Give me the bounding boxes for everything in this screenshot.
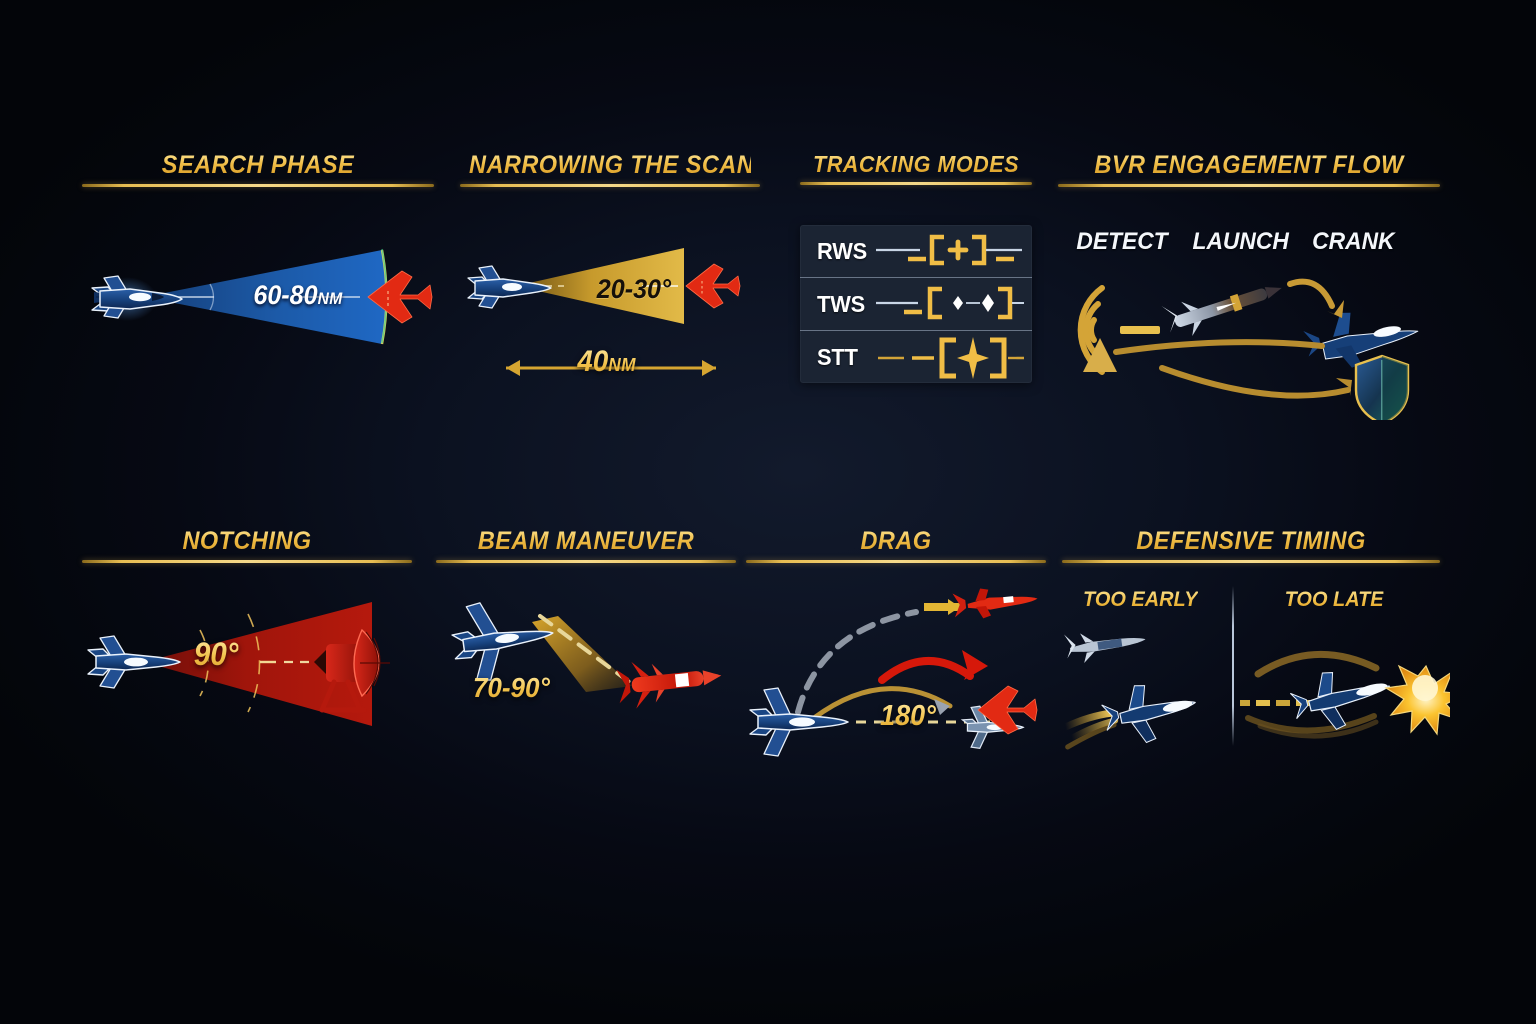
panel-beam-maneuver: BEAM MANEUVER — [436, 528, 736, 758]
range-label-search: 60-80NM — [253, 280, 343, 310]
mode-label-tws: TWS — [817, 290, 866, 317]
friendly-jet-icon — [451, 602, 554, 681]
sublabel-too-late: TOO LATE — [1284, 588, 1384, 611]
panel-title: BEAM MANEUVER — [445, 528, 727, 555]
panel-beam-header: BEAM MANEUVER — [436, 528, 736, 564]
stt-symbol — [874, 331, 1032, 383]
panel-search-phase: SEARCH PHASE — [82, 152, 434, 412]
panel-defensive-timing: DEFENSIVE TIMING TOO EARLY TOO LATE — [1062, 528, 1450, 768]
panel-drag: DRAG — [746, 528, 1046, 768]
panel-title: NOTCHING — [92, 528, 402, 555]
tracking-modes-table: RWS TWS — [800, 225, 1032, 383]
panel-tracking-header: TRACKING MODES — [800, 152, 1032, 186]
radar-dish-icon — [314, 628, 390, 713]
friendly-jet-icon — [467, 265, 552, 309]
header-rule — [1058, 184, 1440, 188]
missile-red-escape-icon — [952, 588, 1038, 619]
flow-arrow-shield — [1159, 365, 1351, 399]
panel-drag-header: DRAG — [746, 528, 1046, 564]
beam-angle-label: 70-90° — [472, 672, 550, 703]
explosion-icon — [1384, 664, 1450, 736]
range-measure-arrow — [506, 360, 716, 376]
mode-label-stt: STT — [817, 343, 858, 370]
shield-icon — [1354, 354, 1410, 420]
panel-title: SEARCH PHASE — [93, 152, 424, 179]
jet-escape-icon — [1062, 685, 1196, 750]
emitter-arrow — [1083, 338, 1117, 372]
hostile-jet-icon — [367, 270, 433, 324]
jet-hit-icon — [1289, 672, 1391, 730]
radar-cone — [144, 250, 387, 344]
radar-cone — [144, 602, 372, 726]
beam-maneuver-illustration — [451, 602, 722, 709]
bvr-flow-illustration — [1077, 278, 1419, 420]
step-label-crank: CRANK — [1312, 228, 1395, 255]
flow-arrow-direct — [1113, 339, 1325, 355]
panel-title: TRACKING MODES — [807, 152, 1025, 176]
missile-red-icon — [616, 661, 722, 709]
panel-defensive-header: DEFENSIVE TIMING — [1062, 528, 1440, 564]
step-label-detect: DETECT — [1076, 228, 1168, 255]
panel-tracking-modes: TRACKING MODES RWS — [800, 152, 1032, 408]
header-rule — [82, 184, 434, 188]
panel-title: DRAG — [755, 528, 1037, 555]
sublabel-too-early: TOO EARLY — [1083, 588, 1198, 611]
search-phase-illustration — [91, 248, 433, 345]
hostile-jet-icon — [977, 685, 1038, 735]
turn-arc-gold — [811, 686, 953, 721]
step-label-launch: LAUNCH — [1192, 228, 1289, 255]
flow-arrow-crank — [1287, 278, 1335, 309]
drag-turn-label: 180° — [880, 700, 936, 732]
header-rule — [82, 560, 412, 564]
too-early-illustration — [1062, 633, 1196, 750]
panel-narrowing-the-scan: NARROWING THE SCAN — [460, 152, 760, 412]
lost-track-arc — [795, 609, 919, 715]
hostile-jet-icon — [685, 263, 741, 309]
range-label-narrow: 40NM — [577, 345, 636, 378]
beam-wedge — [532, 616, 632, 692]
missile-icon — [1161, 287, 1282, 336]
panel-title: NARROWING THE SCAN — [469, 151, 755, 179]
tracking-mode-row[interactable]: STT — [800, 330, 1032, 383]
header-rule — [460, 184, 760, 188]
trail-arc — [1254, 650, 1380, 678]
turn-arc-red — [878, 656, 974, 684]
scan-angle-label: 20-30° — [596, 274, 672, 304]
header-rule — [1062, 560, 1440, 564]
panel-bvr-header: BVR ENGAGEMENT FLOW — [1058, 152, 1440, 188]
radar-cone — [516, 248, 684, 324]
panel-notching: NOTCHING — [82, 528, 412, 778]
missile-icon — [1064, 633, 1146, 664]
tws-symbol — [874, 278, 1032, 330]
mode-label-rws: RWS — [817, 237, 868, 264]
panel-narrowing-header: NARROWING THE SCAN — [460, 151, 760, 188]
tracking-mode-row[interactable]: TWS — [800, 277, 1032, 330]
panel-title: BVR ENGAGEMENT FLOW — [1069, 152, 1428, 179]
friendly-jet-icon — [91, 275, 183, 319]
header-rule — [746, 560, 1046, 564]
friendly-jet-icon — [87, 635, 181, 689]
header-rule — [800, 182, 1032, 186]
panel-bvr-engagement-flow: BVR ENGAGEMENT FLOW DETECT LAUNCH CRANK — [1058, 152, 1440, 422]
timing-divider — [1232, 586, 1234, 746]
rws-symbol — [874, 225, 1032, 277]
jet-turn-icon — [1303, 312, 1419, 368]
tracking-mode-row[interactable]: RWS — [800, 225, 1032, 277]
friendly-jet-icon — [749, 687, 849, 757]
header-rule — [436, 560, 736, 564]
notching-illustration — [87, 602, 390, 726]
panel-title: DEFENSIVE TIMING — [1073, 528, 1428, 555]
notch-angle-label: 90° — [193, 636, 239, 672]
too-late-illustration — [1240, 650, 1450, 739]
drag-illustration — [749, 588, 1038, 757]
panel-search-phase-header: SEARCH PHASE — [82, 152, 434, 188]
panel-notching-header: NOTCHING — [82, 528, 412, 564]
beam-dashed-line — [538, 614, 634, 686]
narrowing-scan-illustration — [467, 248, 741, 376]
